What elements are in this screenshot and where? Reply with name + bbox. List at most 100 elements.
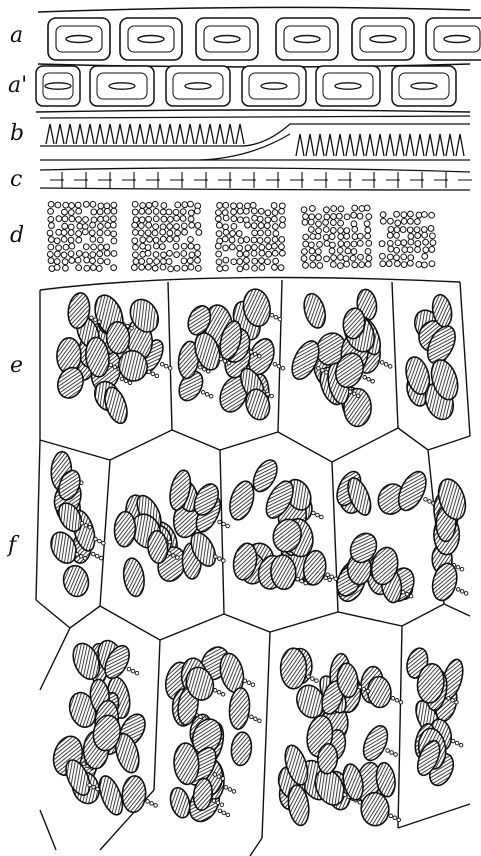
- granule: [279, 208, 285, 214]
- granule: [273, 224, 279, 230]
- granule: [366, 214, 372, 220]
- granule: [181, 258, 187, 264]
- granule: [174, 236, 180, 242]
- granule: [166, 259, 172, 265]
- cell-wall: [40, 278, 460, 291]
- small-granule: [220, 803, 224, 807]
- cell-wall: [40, 810, 56, 850]
- granule: [423, 247, 429, 253]
- granule: [324, 256, 330, 262]
- granule: [47, 251, 53, 257]
- small-granule: [79, 555, 83, 559]
- starch-grain: [114, 511, 136, 547]
- granule: [187, 258, 193, 264]
- row-c-cells: [50, 172, 472, 188]
- granule: [388, 226, 394, 232]
- granule: [174, 224, 180, 230]
- small-granule: [447, 697, 451, 701]
- granule: [131, 265, 137, 271]
- small-granule: [270, 394, 274, 398]
- granule: [237, 245, 243, 251]
- granule: [62, 216, 68, 222]
- granule: [408, 239, 414, 245]
- small-granule: [401, 590, 405, 594]
- granule: [271, 203, 277, 209]
- small-granule: [352, 392, 356, 396]
- granule: [338, 254, 344, 260]
- granule: [259, 244, 265, 250]
- small-granule: [218, 809, 222, 813]
- granule: [140, 203, 146, 209]
- granule: [180, 209, 186, 215]
- granule: [182, 229, 188, 235]
- granule: [154, 259, 160, 265]
- granule: [97, 237, 103, 243]
- granule: [331, 214, 337, 220]
- granule: [428, 226, 434, 232]
- granule: [344, 228, 350, 234]
- granule: [331, 255, 337, 261]
- small-granule: [90, 316, 94, 320]
- granule: [195, 257, 201, 263]
- small-granule: [464, 592, 468, 596]
- granule: [132, 230, 138, 236]
- small-granule: [358, 685, 362, 689]
- granule: [91, 265, 97, 271]
- small-granule: [384, 363, 388, 367]
- cell-wall: [460, 282, 470, 436]
- granule: [76, 237, 82, 243]
- granule: [408, 234, 414, 240]
- granule: [56, 216, 62, 222]
- granule: [216, 259, 222, 265]
- cell-wall: [154, 640, 160, 790]
- small-granule: [98, 320, 102, 324]
- small-granule: [109, 363, 113, 367]
- small-granule: [362, 687, 366, 691]
- granule: [278, 265, 284, 271]
- granule: [351, 241, 357, 247]
- label-a: a: [10, 23, 23, 48]
- granule: [182, 202, 188, 208]
- granule: [223, 229, 229, 235]
- granule: [188, 237, 194, 243]
- granule: [110, 222, 116, 228]
- layer-d-granule-clusters: [47, 201, 436, 272]
- small-granule: [451, 739, 455, 743]
- small-granule: [278, 317, 282, 321]
- granule: [188, 210, 194, 216]
- small-granule: [92, 785, 96, 789]
- granule: [147, 236, 153, 242]
- granule: [83, 244, 89, 250]
- small-granule: [311, 677, 315, 681]
- granule: [264, 223, 270, 229]
- small-granule: [164, 364, 168, 368]
- cell-wall: [278, 280, 282, 432]
- small-granule: [214, 555, 218, 559]
- granule: [167, 217, 173, 223]
- granule: [133, 217, 139, 223]
- granule: [223, 215, 229, 221]
- granule: [265, 217, 271, 223]
- granule: [84, 257, 90, 263]
- granule: [394, 261, 400, 267]
- granule: [280, 217, 286, 223]
- granule: [394, 232, 400, 238]
- granule: [387, 240, 393, 246]
- row-c-bottom: [40, 188, 470, 190]
- granule: [133, 244, 139, 250]
- small-granule: [176, 556, 180, 560]
- granule: [76, 251, 82, 257]
- granule: [194, 208, 200, 214]
- small-granule: [395, 699, 399, 703]
- small-granule: [130, 326, 134, 330]
- granule: [194, 244, 200, 250]
- granule: [394, 227, 400, 233]
- granule: [429, 261, 435, 267]
- starch-grain: [61, 563, 91, 598]
- granule: [146, 222, 152, 228]
- granule: [83, 217, 89, 223]
- starch-grain: [301, 291, 329, 330]
- granule: [272, 243, 278, 249]
- cell-wall: [398, 626, 402, 828]
- small-granule: [273, 362, 277, 366]
